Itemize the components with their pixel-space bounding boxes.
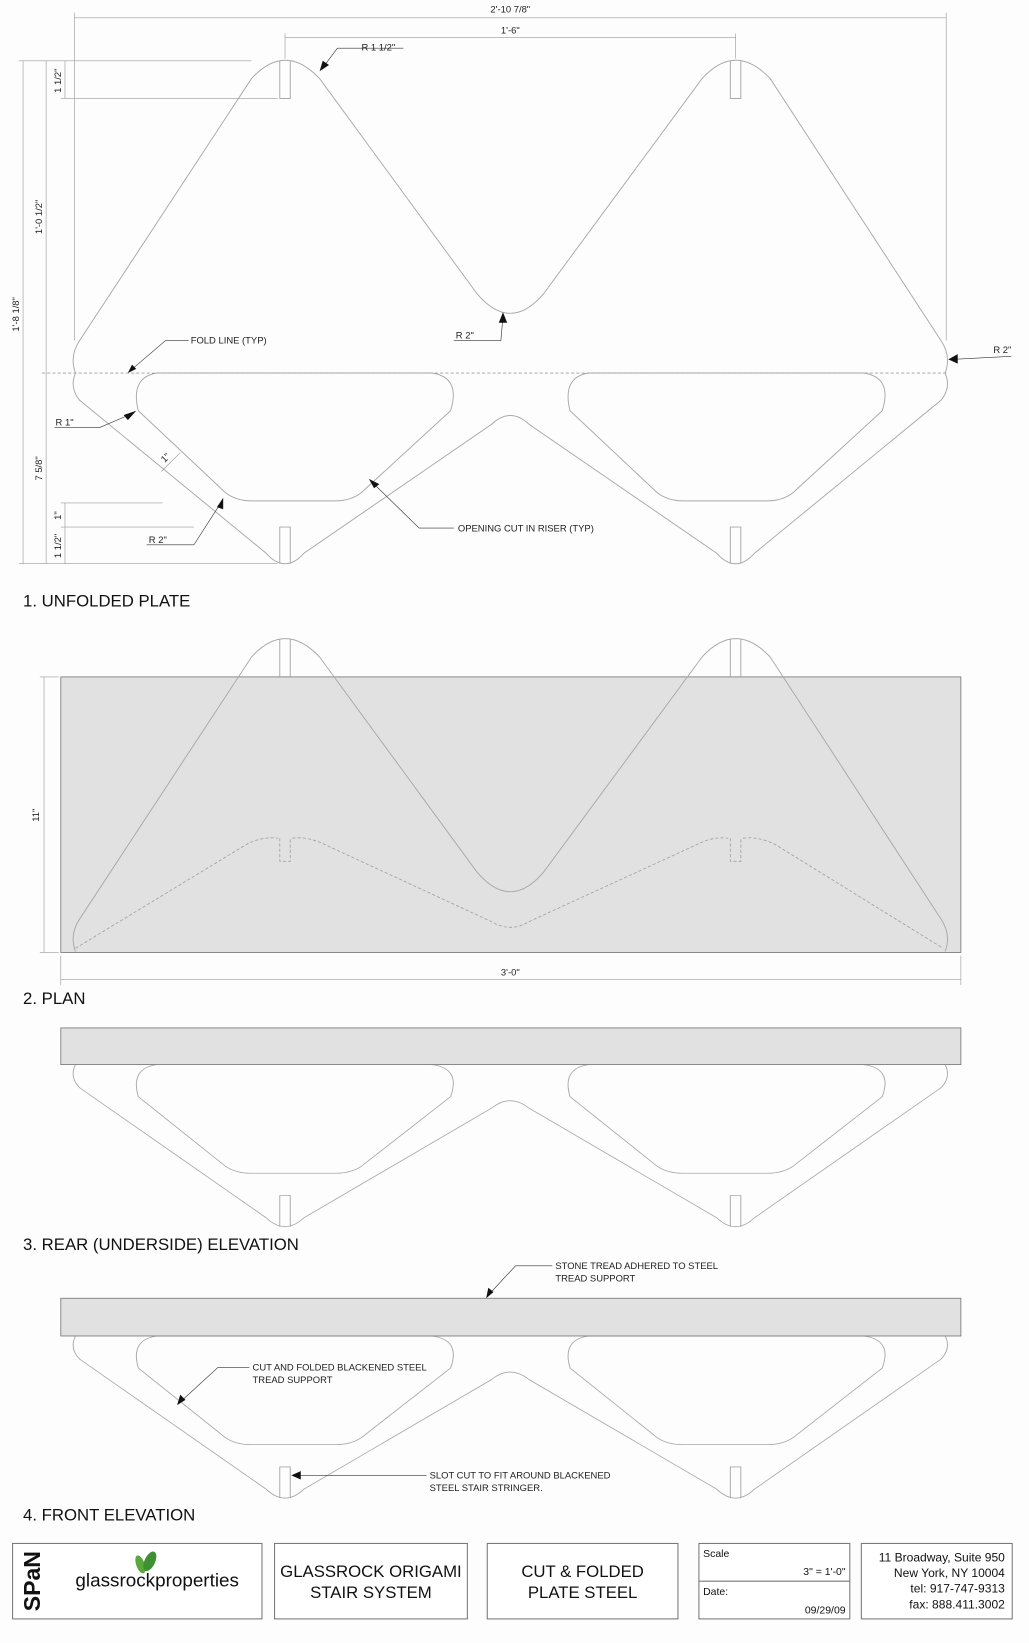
tread-plan: [60, 676, 962, 953]
drawing-title-line2: PLATE STEEL: [528, 1583, 638, 1602]
project-name-line1: GLASSROCK ORIGAMI: [280, 1562, 461, 1581]
riser-opening-right: [567, 372, 886, 502]
front-elevation-view: STONE TREAD ADHERED TO STEEL TREAD SUPPO…: [23, 1260, 962, 1524]
fax: fax: 888.411.3002: [909, 1597, 1005, 1611]
dim-plan-depth: 11": [30, 809, 41, 822]
label-radius-top: R 1 1/2": [362, 41, 396, 52]
dim-lower-height: 7 5/8": [33, 456, 44, 480]
label-slot-cut: SLOT CUT TO FIT AROUND BLACKENED: [430, 1469, 611, 1480]
plan-dimensions: [39, 676, 962, 985]
label-radius-right: R 2": [993, 344, 1011, 355]
dim-overall-width: 2'-10 7/8": [490, 4, 530, 15]
label-stone-tread-2: TREAD SUPPORT: [555, 1272, 635, 1283]
firm-logo-span: SPaN: [19, 1551, 45, 1611]
project-name-line2: STAIR SYSTEM: [310, 1583, 432, 1602]
tread-rear: [60, 1027, 962, 1066]
label-fold-line: FOLD LINE (TYP): [191, 335, 267, 346]
unfolded-plate-view: 2'-10 7/8" 1'-6" 1'-8 1/8" 1'-0 1/2" 1 1…: [10, 4, 1011, 611]
telephone: tel: 917-747-9313: [910, 1582, 1005, 1596]
dim-upper-height: 1'-0 1/2": [33, 200, 44, 234]
address-line1: 11 Broadway, Suite 950: [879, 1550, 1005, 1564]
slots: [279, 60, 742, 565]
riser-opening-left: [135, 372, 454, 502]
address-box: [860, 1542, 1013, 1620]
hidden-slots: [279, 838, 742, 862]
project-box: [274, 1542, 468, 1620]
date-label: Date:: [703, 1587, 728, 1598]
view-title-rear-elevation: 3. REAR (UNDERSIDE) ELEVATION: [23, 1235, 299, 1254]
label-tread-support-2: TREAD SUPPORT: [253, 1374, 333, 1385]
drawing-title-box: [486, 1542, 679, 1620]
dim-plan-width: 3'-0": [501, 967, 520, 978]
label-radius-bottom: R 2": [149, 534, 167, 545]
scale-value: 3" = 1'-0": [803, 1567, 846, 1578]
dimension-lines: [18, 12, 947, 565]
dim-bottom-slot: 1 1/2": [52, 534, 63, 558]
arrowheads: [123, 60, 958, 510]
plan-view: 11" 3'-0" 2. PLAN: [23, 638, 962, 1008]
dim-bottom-gap: 1": [52, 511, 63, 520]
dim-apex-spacing: 1'-6": [501, 25, 520, 36]
label-radius-opening: R 1": [56, 416, 74, 427]
plate-outline-lower: [72, 372, 949, 565]
date-value: 09/29/09: [805, 1606, 846, 1617]
dim-top-slot: 1 1/2": [52, 69, 63, 93]
address-line2: New York, NY 10004: [894, 1566, 1005, 1580]
rear-elevation-view: 3. REAR (UNDERSIDE) ELEVATION: [23, 1027, 962, 1254]
scale-label: Scale: [703, 1549, 729, 1560]
view-title-plan: 2. PLAN: [23, 989, 85, 1008]
dim-web-width: 1": [158, 451, 172, 465]
tread-front: [60, 1297, 962, 1337]
plate-outline-upper: [72, 59, 949, 374]
title-block: SPaN glassrockproperties GLASSROCK ORIGA…: [12, 1542, 1013, 1620]
label-stone-tread: STONE TREAD ADHERED TO STEEL: [555, 1260, 718, 1271]
client-logo: glassrockproperties: [75, 1569, 239, 1590]
label-slot-cut-2: STEEL STAIR STRINGER.: [430, 1482, 543, 1493]
leaf-icon: [135, 1551, 157, 1574]
view-title-unfolded-plate: 1. UNFOLDED PLATE: [23, 592, 190, 611]
dim-overall-height: 1'-8 1/8": [10, 297, 21, 331]
label-radius-valley: R 2": [456, 329, 474, 340]
hidden-fold-line: [75, 837, 944, 949]
label-opening-cut: OPENING CUT IN RISER (TYP): [458, 522, 594, 533]
drawing-title-line1: CUT & FOLDED: [521, 1562, 644, 1581]
label-tread-support: CUT AND FOLDED BLACKENED STEEL: [253, 1362, 427, 1373]
leaders: [54, 47, 1012, 546]
view-title-front-elevation: 4. FRONT ELEVATION: [23, 1505, 195, 1524]
